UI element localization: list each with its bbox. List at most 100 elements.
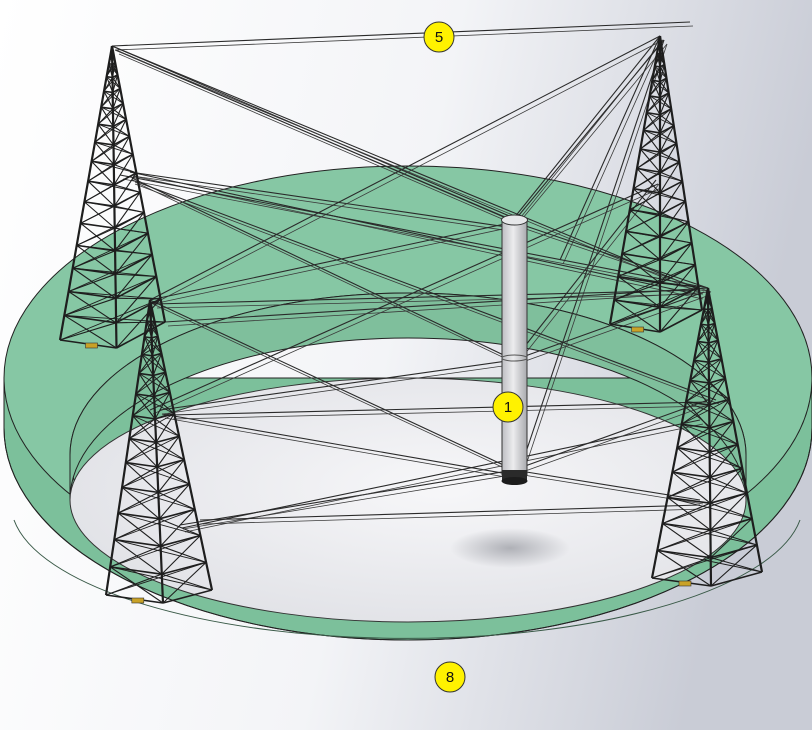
tower-front-left-brace xyxy=(135,371,166,395)
tower-back-right-leg-2 xyxy=(658,35,704,311)
guy-cable xyxy=(134,183,720,405)
tower-front-right-brace xyxy=(709,502,753,520)
tower-back-right-brace xyxy=(640,148,680,163)
tower-front-left-brace xyxy=(146,308,153,322)
tower-front-right-strut xyxy=(709,467,743,478)
tower-front-right-strut xyxy=(677,446,710,453)
column-base-cap xyxy=(501,477,528,485)
guy-cable xyxy=(134,181,518,365)
tower-back-left-strut xyxy=(106,75,113,79)
tower-back-right-brace xyxy=(622,221,689,255)
callout-8: 8 xyxy=(434,661,466,693)
tower-back-left-brace xyxy=(112,119,127,146)
tower-front-right-brace xyxy=(703,295,710,310)
tower-front-left-brace xyxy=(148,308,155,322)
tower-back-right-strut xyxy=(659,264,696,284)
tower-front-right-brace xyxy=(709,467,743,504)
floor-surface xyxy=(69,377,747,623)
tower-front-right-brace xyxy=(709,444,739,478)
tower-back-left-brace xyxy=(80,222,149,234)
tower-front-right-brace xyxy=(672,471,711,504)
tower-front-right-strut xyxy=(708,357,722,363)
tower-front-right-brace xyxy=(708,342,722,360)
guy-cable xyxy=(172,405,710,420)
tower-back-left-brace xyxy=(76,212,145,246)
tower-back-left-brace xyxy=(114,232,149,275)
tower-front-left-brace xyxy=(159,518,201,537)
central-column xyxy=(501,214,528,485)
tower-back-left-brace xyxy=(59,322,117,341)
tower-front-right-brace xyxy=(700,323,719,341)
tower-back-left-brace xyxy=(68,254,153,292)
tower-back-left-strut xyxy=(115,253,153,275)
tower-back-left-brace xyxy=(72,232,149,269)
tower-front-left-brace xyxy=(129,413,175,439)
tower-front-left-brace xyxy=(153,396,175,415)
guy-cable xyxy=(516,473,704,505)
tower-front-right-brace xyxy=(685,378,726,403)
tower-back-left-brace xyxy=(108,52,114,64)
tower-front-right-strut xyxy=(709,420,734,429)
tower-back-right-brace xyxy=(659,77,667,98)
callout-5: 5 xyxy=(423,21,455,53)
tower-back-left-brace xyxy=(68,291,117,324)
tower-back-right-brace xyxy=(614,299,703,311)
tower-front-right-brace xyxy=(672,471,748,494)
tower-front-right-brace xyxy=(693,359,710,384)
tower-back-right-brace xyxy=(659,92,670,115)
tower-front-right-brace xyxy=(710,557,763,573)
column-body xyxy=(501,219,528,476)
tower-front-left-brace xyxy=(156,435,180,468)
tower-front-right-brace xyxy=(710,544,758,587)
tower-front-left-brace xyxy=(158,491,196,510)
tower-back-right-brace xyxy=(659,286,699,333)
tower-front-right-brace xyxy=(681,399,730,425)
tower-front-right-strut xyxy=(708,398,730,406)
tower-back-left-brace xyxy=(106,76,121,89)
tower-back-left-brace xyxy=(97,103,124,125)
guy-cable xyxy=(153,289,701,305)
tower-front-left-brace xyxy=(110,566,213,591)
tower-back-left-brace xyxy=(80,222,116,252)
tower-back-right-brace xyxy=(659,132,677,144)
guy-cable xyxy=(159,359,515,411)
tower-back-right-brace xyxy=(652,79,670,94)
tower-back-left-brace xyxy=(76,244,116,275)
tower-front-right-brace xyxy=(709,476,748,494)
guy-cable xyxy=(184,423,704,533)
guy-cable xyxy=(131,177,515,361)
tower-front-right-brace xyxy=(677,447,743,469)
tower-front-left-strut xyxy=(138,372,154,377)
guy-cable xyxy=(129,171,515,229)
tower-back-right-strut xyxy=(636,167,661,173)
tower-front-right-brace xyxy=(708,358,722,384)
tower-back-left-strut xyxy=(98,123,114,128)
tower-back-left-brace xyxy=(72,267,117,299)
tower-front-left-strut xyxy=(114,538,161,547)
tower-front-left-brace xyxy=(144,320,155,338)
tower-front-right-brace xyxy=(667,496,752,520)
tower-front-right-brace xyxy=(708,378,726,406)
tower-front-left-brace xyxy=(114,539,207,563)
tower-front-right-brace xyxy=(710,529,758,546)
tower-front-left-brace xyxy=(132,396,155,417)
tower-back-right-brace xyxy=(629,180,683,211)
tower-front-left-brace xyxy=(110,535,201,568)
tower-front-right-brace xyxy=(662,523,757,546)
tower-back-right-brace xyxy=(654,65,667,79)
guy-cable xyxy=(149,299,515,471)
tower-front-left-brace xyxy=(144,336,162,354)
tower-back-right-brace xyxy=(626,230,692,244)
tower-back-right-brace xyxy=(625,200,686,232)
guy-cable xyxy=(152,187,662,415)
tower-back-right-brace xyxy=(659,151,680,163)
tower-front-left-strut xyxy=(158,483,190,494)
tower-front-right-brace xyxy=(657,549,763,573)
tower-back-left-brace xyxy=(114,192,141,229)
tower-front-left-brace xyxy=(152,375,171,393)
tower-front-left-brace xyxy=(138,353,162,374)
tower-back-right-brace xyxy=(656,53,665,65)
tower-front-right-strut xyxy=(700,323,709,327)
tower-back-left-brace xyxy=(100,88,121,108)
